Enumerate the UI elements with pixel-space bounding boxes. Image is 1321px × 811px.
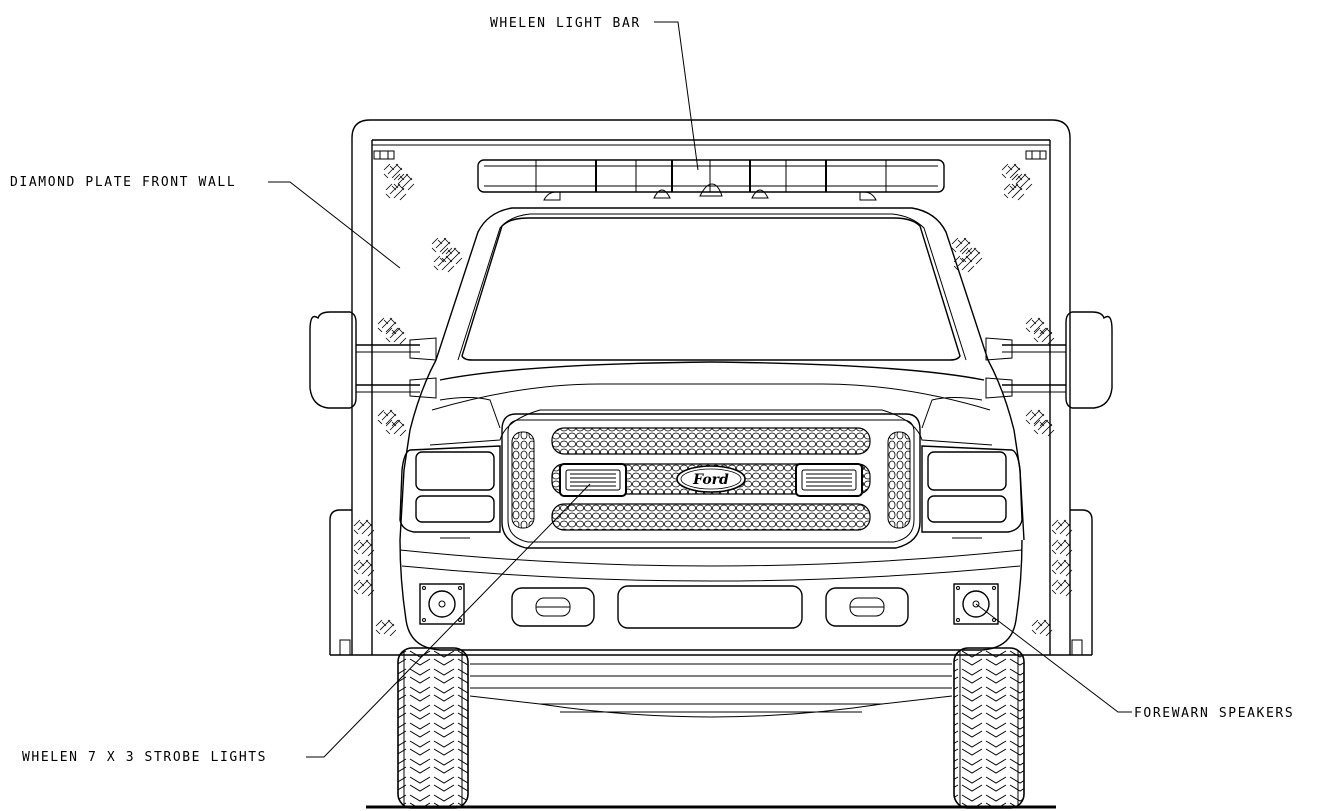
callout-light-bar-label: WHELEN LIGHT BAR — [490, 16, 641, 31]
callout-speakers: FOREWARN SPEAKERS — [975, 603, 1294, 721]
lower-valance — [469, 663, 953, 718]
tire-right — [953, 647, 1025, 809]
callout-strobes-label: WHELEN 7 X 3 STROBE LIGHTS — [22, 750, 267, 765]
light-bar — [477, 159, 945, 201]
speaker-left — [419, 583, 465, 625]
mirror-right — [985, 311, 1113, 409]
front-bumper — [399, 537, 1023, 651]
corner-marker-light-right — [1025, 150, 1047, 160]
callout-front-wall: DIAMOND PLATE FRONT WALL — [10, 175, 401, 269]
callout-strobes: WHELEN 7 X 3 STROBE LIGHTS — [22, 483, 591, 765]
truck-hood — [399, 359, 1025, 541]
mirror-left — [309, 311, 437, 409]
strobe-light-right — [795, 463, 863, 497]
callout-light-bar: WHELEN LIGHT BAR — [490, 16, 699, 171]
headlight-right — [921, 445, 1023, 533]
callout-front-wall-label: DIAMOND PLATE FRONT WALL — [10, 175, 236, 190]
speaker-right — [953, 583, 999, 625]
headlight-left — [399, 445, 501, 533]
ford-logo-text: Ford — [692, 472, 729, 488]
callout-speakers-label: FOREWARN SPEAKERS — [1134, 706, 1294, 721]
grille — [501, 413, 921, 549]
corner-marker-light-left — [373, 150, 395, 160]
tire-left — [397, 647, 469, 809]
strobe-light-left — [559, 463, 627, 497]
ford-logo: Ford — [676, 465, 746, 493]
cab-windshield — [435, 207, 989, 361]
module-body — [329, 119, 1093, 656]
diamond-plate-texture — [353, 163, 1073, 637]
